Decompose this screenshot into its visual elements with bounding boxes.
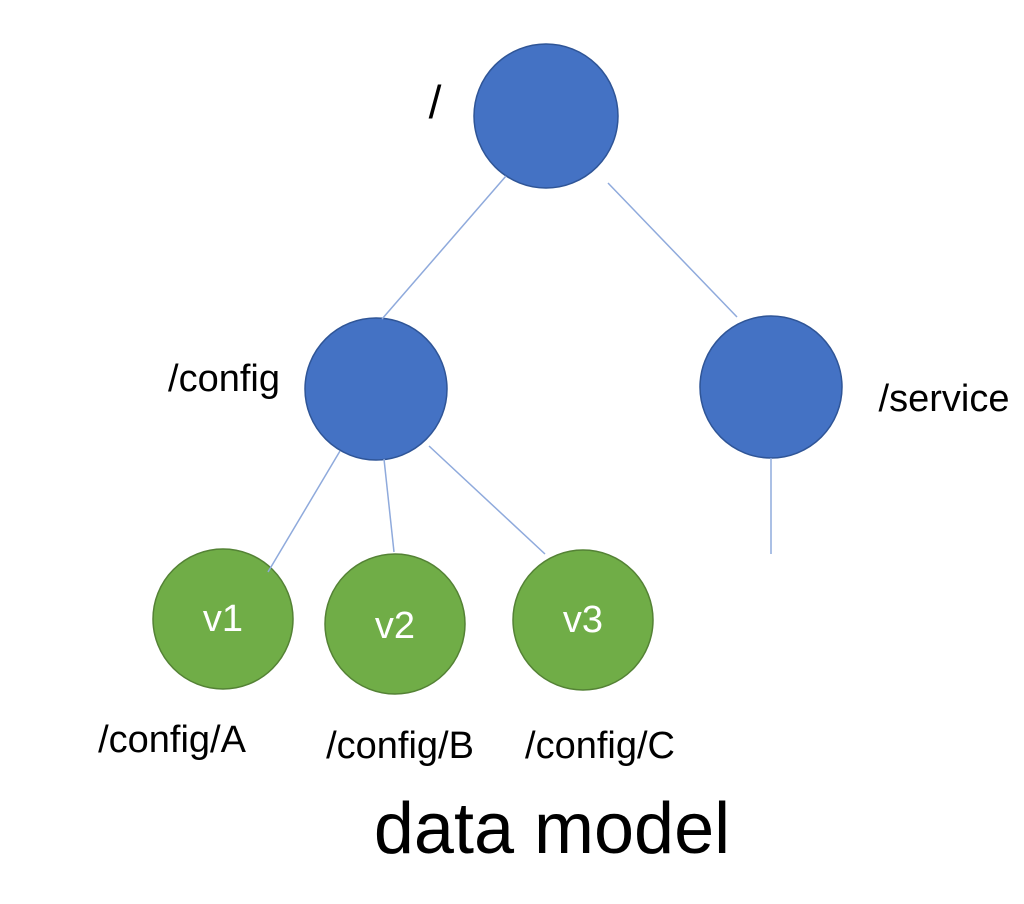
edge-config-v1 [267, 450, 341, 573]
label-service-path: /service [878, 378, 1010, 420]
node-root-circle [473, 43, 619, 189]
node-config-circle [304, 317, 448, 461]
label-node-v2: v2 [374, 605, 416, 647]
label-config-c-path: /config/C [525, 725, 675, 767]
node-v1-circle [152, 548, 294, 690]
edge-config-v2 [383, 458, 395, 553]
diagram-title: data model [373, 789, 731, 869]
edge-root-service [607, 182, 738, 318]
label-node-v3: v3 [562, 599, 604, 641]
label-config-a-path: /config/A [98, 719, 246, 761]
node-v3-circle [512, 549, 654, 691]
label-config-b-path: /config/B [326, 725, 474, 767]
label-node-v1: v1 [202, 598, 244, 640]
node-service-circle [699, 315, 843, 459]
edge-root-config [381, 175, 507, 320]
edge-config-v3 [428, 445, 546, 555]
label-root-path: / [428, 76, 442, 128]
label-config-path: /config [168, 358, 280, 400]
node-v2-circle [324, 553, 466, 695]
